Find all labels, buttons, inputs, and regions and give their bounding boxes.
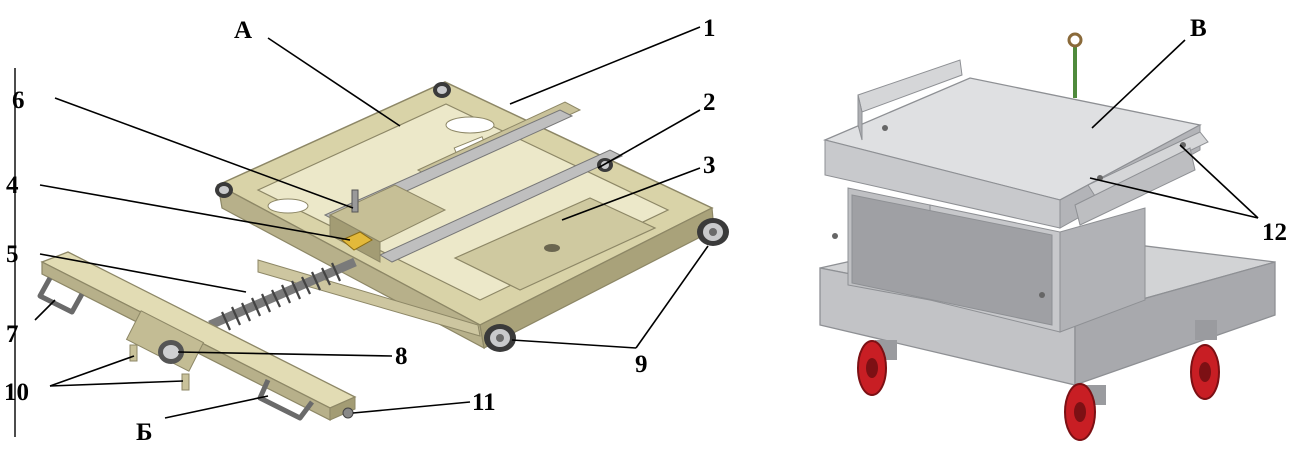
label-6: 6 (12, 87, 25, 114)
label-10: 10 (4, 379, 29, 406)
leader-8 (177, 351, 393, 357)
leader-9b (511, 339, 637, 349)
service-trolley (819, 32, 1276, 441)
label-1: 1 (703, 15, 716, 42)
guide-rail-right (1087, 131, 1209, 197)
lead-screw-spring (208, 257, 357, 331)
nut-block (341, 231, 373, 251)
label-7: 7 (6, 321, 19, 348)
caster-wheel (1190, 320, 1220, 400)
leader-11 (352, 401, 471, 414)
roller (484, 324, 516, 352)
label-3: 3 (703, 152, 716, 179)
label-A: А (234, 17, 252, 44)
frame-slot (445, 116, 495, 134)
truck-frame-assembly (14, 68, 729, 437)
leader-12a (1179, 144, 1259, 219)
slide-rail (378, 149, 624, 263)
label-B: Б (136, 419, 153, 446)
leader-7 (34, 299, 56, 321)
leader-A (267, 37, 401, 127)
label-5: 5 (6, 241, 19, 268)
guide-rail-right-wall (1074, 147, 1196, 226)
beam-hub (158, 340, 184, 364)
leader-lines (34, 26, 1259, 419)
bolt (832, 233, 838, 239)
beam-handle (257, 378, 314, 421)
beam-latch (181, 373, 190, 391)
label-9: 9 (635, 351, 648, 378)
sliding-plate (453, 197, 657, 291)
beam-latch (129, 344, 138, 362)
trolley-box-opening (851, 194, 1053, 326)
leader-2 (597, 109, 701, 169)
caster-wheel (1064, 383, 1106, 441)
leader-4 (39, 184, 351, 241)
leader-3 (561, 167, 701, 221)
beam-center-bracket (125, 310, 205, 372)
leader-1 (509, 26, 701, 105)
leader-10a (49, 355, 135, 387)
leader-9a (635, 245, 709, 349)
roller (433, 82, 451, 98)
trolley-box-side (1059, 207, 1146, 333)
latch-lever (351, 189, 359, 213)
trolley-base-right (1074, 261, 1276, 386)
label-4: 4 (6, 172, 19, 199)
bolt (1039, 292, 1045, 298)
beam-handle (37, 276, 85, 315)
grounding-rod-eye (1067, 32, 1083, 48)
callout-labels: А 1 2 3 6 4 5 7 8 9 10 Б 11 В 12 (4, 15, 1287, 446)
frame-slot (267, 198, 309, 214)
roller (697, 218, 729, 246)
leader-5 (39, 253, 247, 293)
leader-12b (1089, 177, 1259, 219)
leader-6 (54, 97, 354, 209)
leader-B (164, 395, 269, 419)
plate-hole (544, 244, 560, 252)
label-12: 12 (1262, 219, 1287, 246)
front-beam-end (329, 396, 356, 421)
leader-V (1091, 39, 1186, 129)
leader-10b (49, 380, 184, 387)
caster-wheel (857, 340, 897, 396)
bolt (882, 125, 888, 131)
roller (215, 182, 233, 198)
label-11: 11 (472, 389, 496, 416)
beam-end-pin (342, 407, 354, 419)
label-8: 8 (395, 343, 408, 370)
label-2: 2 (703, 89, 716, 116)
label-V: В (1190, 15, 1207, 42)
guide-rail-left-wall (857, 94, 863, 141)
